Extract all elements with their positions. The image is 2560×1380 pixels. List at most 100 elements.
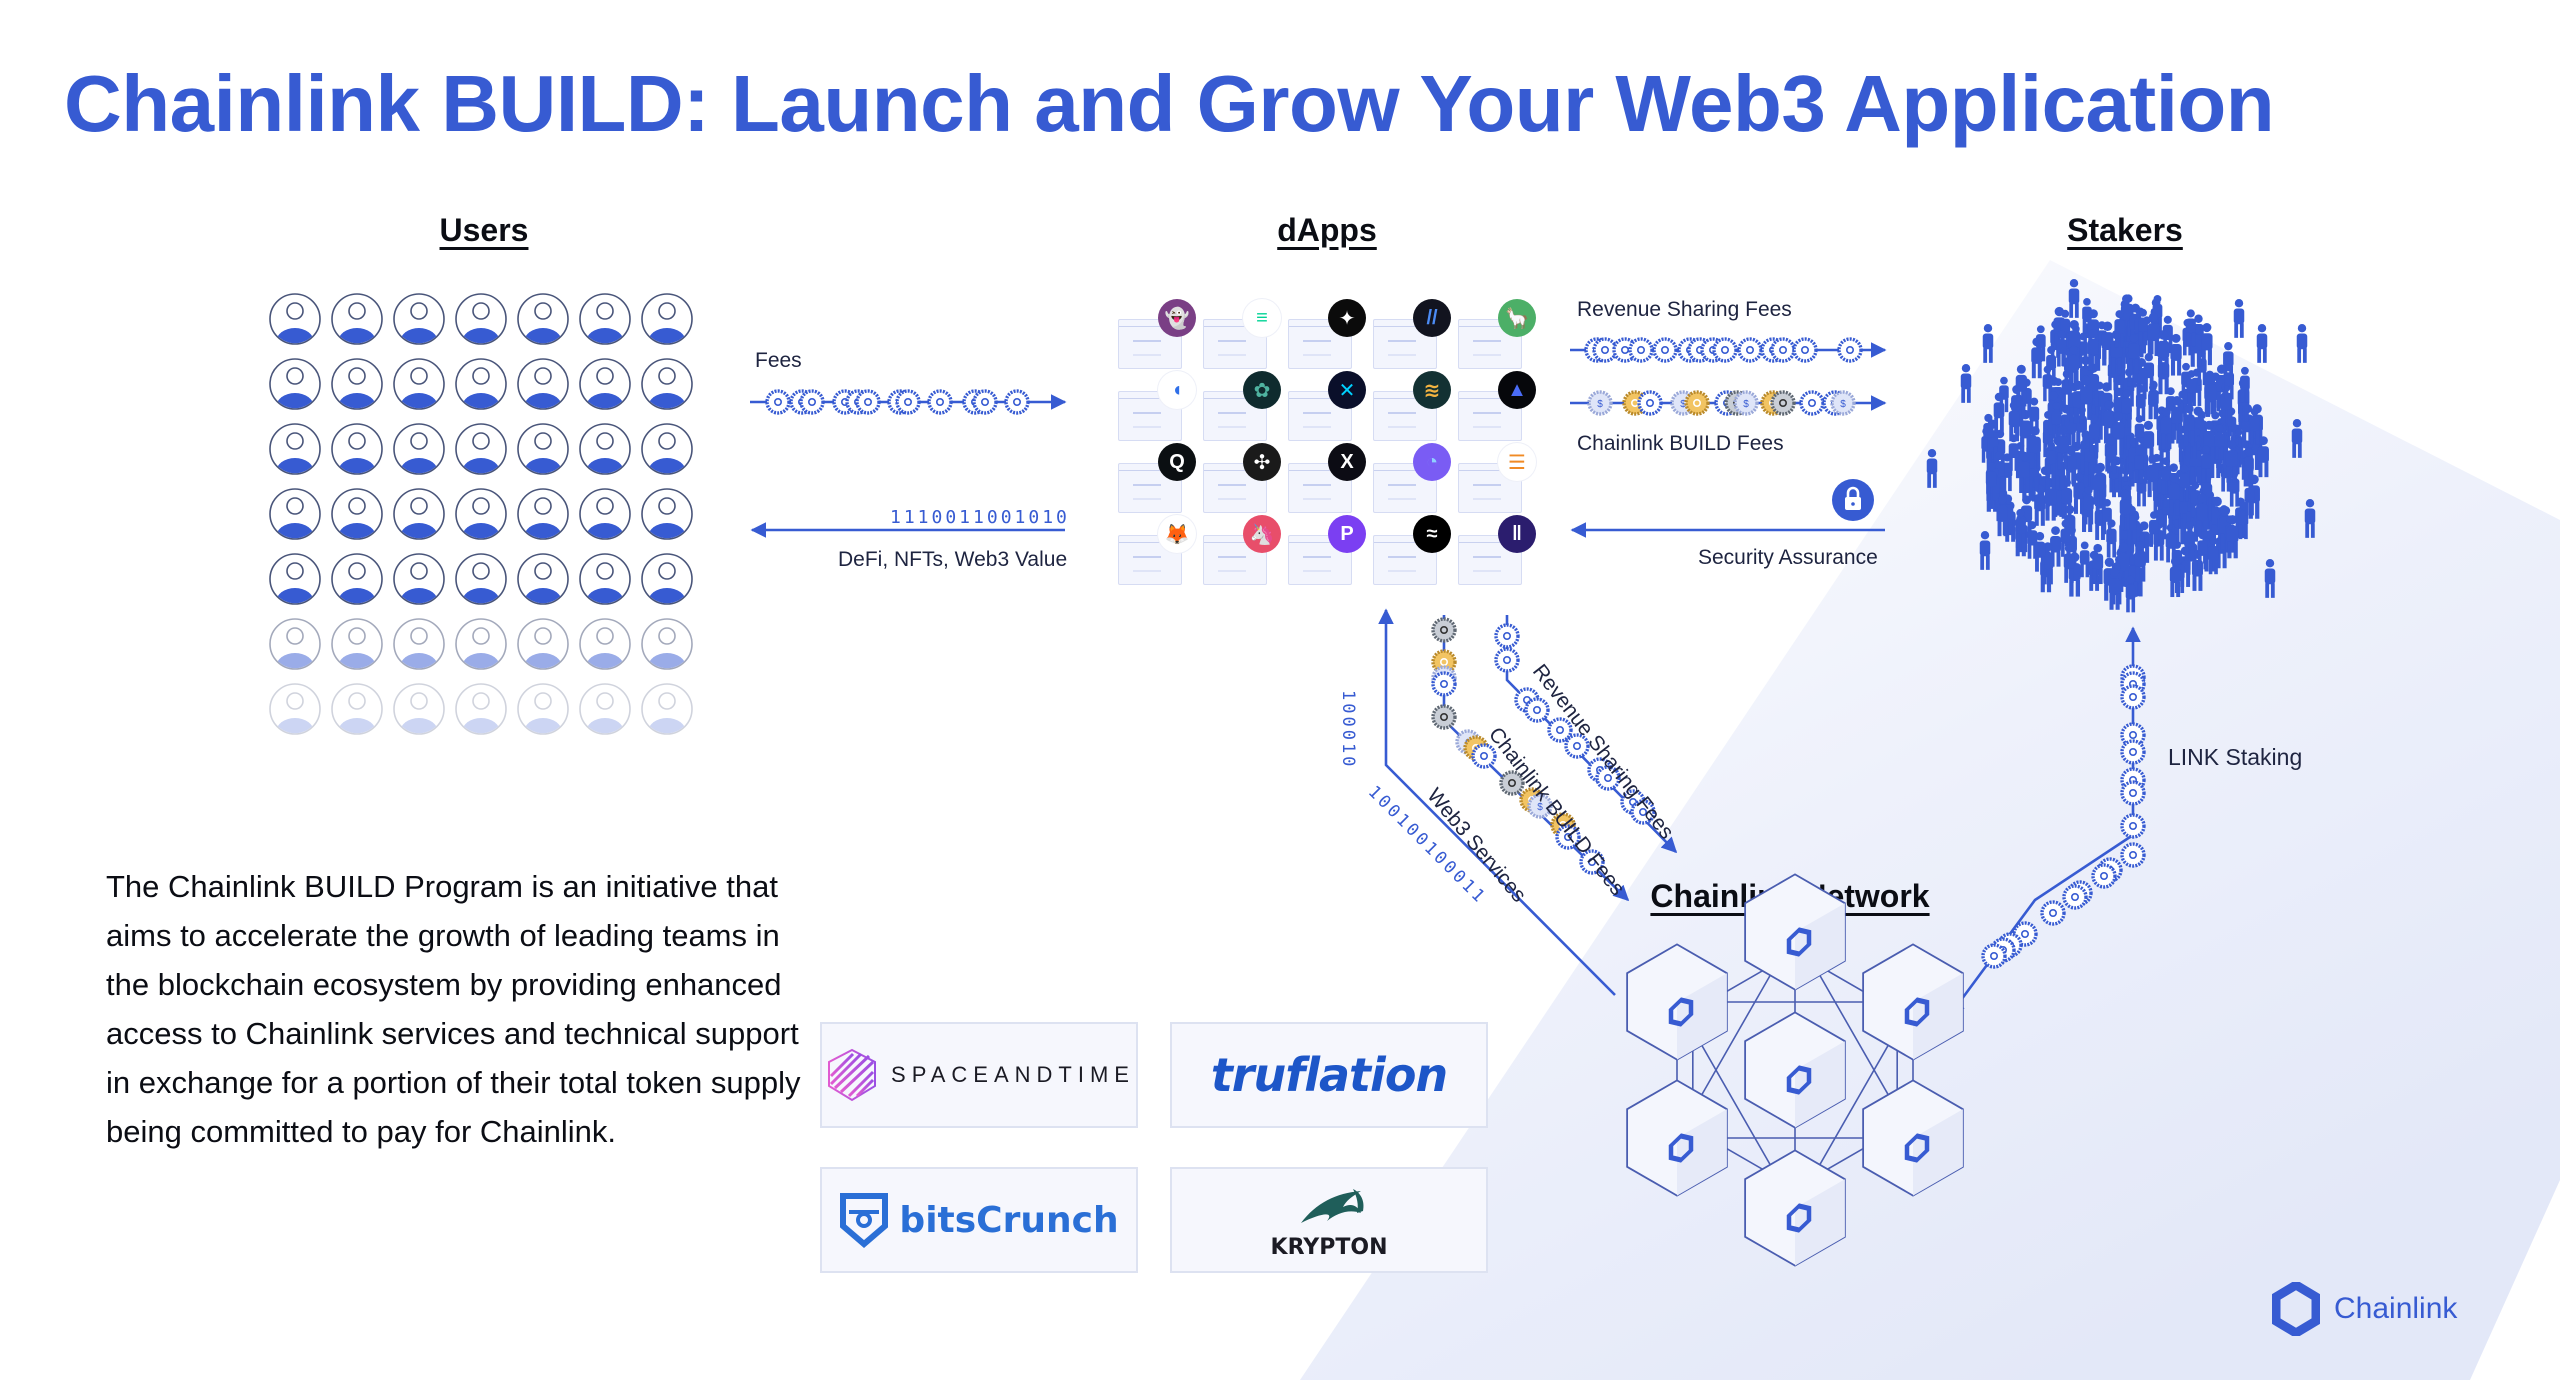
link-coin-icon <box>1637 390 1663 416</box>
chainlink-node-icon <box>1862 1079 1964 1197</box>
p-protocol-logo-icon: P <box>1328 515 1366 553</box>
brand-name: Chainlink <box>2334 1292 2458 1325</box>
link-coin-icon <box>1981 943 2007 969</box>
staker-person-icon <box>2214 424 2225 460</box>
staker-person-icon <box>2106 436 2117 474</box>
chainlink-network-diagram <box>1626 873 1964 1267</box>
dapp-compound: ≡ <box>1203 299 1288 369</box>
user-avatar-icon <box>517 488 569 540</box>
dollar-coin-icon: $ <box>1527 793 1553 819</box>
staker-person-icon <box>2018 451 2030 494</box>
user-avatar-icon <box>331 618 383 670</box>
link-coin-icon <box>1770 337 1796 363</box>
user-avatar-icon <box>641 488 693 540</box>
staker-person-icon <box>2291 419 2303 458</box>
link-coin-icon <box>2091 863 2117 889</box>
user-avatar-icon <box>269 358 321 410</box>
staker-person-icon <box>2157 330 2170 375</box>
staker-person-icon <box>2249 407 2260 445</box>
staker-person-icon <box>2220 382 2233 427</box>
staker-person-icon <box>2083 486 2094 525</box>
staker-person-icon <box>1960 364 1972 403</box>
user-avatar-icon <box>269 553 321 605</box>
link-coin-icon <box>2120 780 2146 806</box>
staker-person-icon <box>2078 332 2088 369</box>
svg-text:$: $ <box>1597 399 1603 410</box>
dapp-frax: ✦ <box>1288 299 1373 369</box>
dapp-arrow-a: ▲ <box>1458 371 1543 441</box>
link-coin-icon <box>1494 623 1520 649</box>
user-avatar-icon <box>393 683 445 735</box>
staker-person-icon <box>2171 396 2183 440</box>
web3-services-arrow <box>1378 608 1616 996</box>
staker-person-icon <box>2134 446 2144 484</box>
staker-person-icon <box>2224 363 2235 400</box>
chainlink-node-icon <box>1626 1079 1728 1197</box>
staker-person-icon <box>2056 330 2067 367</box>
user-avatar-icon <box>269 683 321 735</box>
user-avatar-icon <box>393 358 445 410</box>
link-coin-icon <box>1595 765 1621 791</box>
chainlink-hexagon-icon <box>2272 1282 2320 1336</box>
defi-binary: 1110011001010 <box>890 507 1070 528</box>
dapp-unicorn: 🦄 <box>1203 515 1288 585</box>
link-coin-icon <box>927 389 953 415</box>
link-coin-icon <box>1837 337 1863 363</box>
user-avatar-icon <box>393 488 445 540</box>
link-coin-icon <box>1555 824 1581 850</box>
staker-person-icon <box>2225 439 2238 483</box>
dapp-tulip: ✿ <box>1203 371 1288 441</box>
staker-person-icon <box>2149 511 2159 547</box>
gold-coin-icon <box>1684 390 1710 416</box>
staker-person-icon <box>2031 337 2043 379</box>
chainlink-node-icon <box>1744 1011 1846 1129</box>
floki-logo-icon: 🦊 <box>1158 515 1196 553</box>
user-avatar-icon <box>331 488 383 540</box>
x-protocol-logo-icon: X <box>1328 443 1366 481</box>
user-avatar-icon <box>517 553 569 605</box>
link-staking-label: LINK Staking <box>2168 744 2303 770</box>
users-heading: Users <box>439 212 529 248</box>
staker-person-icon <box>2179 464 2190 502</box>
silver-coin-icon <box>1431 617 1457 643</box>
svg-text:$: $ <box>1743 399 1749 410</box>
link-coin-icon <box>1564 733 1590 759</box>
staker-person-icon <box>2161 457 2172 495</box>
dapps-grid: 👻≡✦//🦙◖✿✕≋▲Q✣X◔☰🦊🦄P≈‖ <box>1118 299 1543 585</box>
staker-person-icon <box>2092 543 2104 585</box>
chainlink-brand: Chainlink <box>2272 1282 2457 1336</box>
link-coin-icon <box>1579 849 1605 875</box>
defi-label: DeFi, NFTs, Web3 Value <box>838 548 1068 571</box>
synthetix-logo-icon: ✕ <box>1328 371 1366 409</box>
staker-person-icon <box>2186 370 2197 406</box>
staker-person-icon <box>2296 324 2308 363</box>
user-avatar-icon <box>455 358 507 410</box>
user-avatar-icon <box>331 683 383 735</box>
staker-person-icon <box>2226 515 2239 559</box>
staker-person-icon <box>2106 519 2117 558</box>
link-coin-icon <box>1799 390 1825 416</box>
user-avatar-icon <box>393 618 445 670</box>
user-avatar-icon <box>641 293 693 345</box>
link-coin-icon <box>2120 739 2146 765</box>
staker-person-icon <box>2240 366 2250 403</box>
chainlink-node-icon <box>1744 1149 1846 1267</box>
staker-person-icon <box>2063 544 2075 583</box>
staker-person-icon <box>2080 375 2093 420</box>
link-coin-icon <box>1592 337 1618 363</box>
q-protocol-logo-icon: Q <box>1158 443 1196 481</box>
user-avatar-icon <box>393 553 445 605</box>
user-avatar-icon <box>331 293 383 345</box>
space-and-time-logo-icon <box>828 1048 877 1102</box>
staker-person-icon <box>2257 436 2269 478</box>
staker-person-icon <box>2108 568 2121 610</box>
blue-chat-logo-icon: ◖ <box>1158 371 1196 409</box>
link-coin-icon <box>2120 842 2146 868</box>
gradient-disc-logo-icon: ◔ <box>1413 443 1451 481</box>
user-avatar-icon <box>579 293 631 345</box>
link-staking-to-network-arrow <box>1948 833 2134 1017</box>
staker-person-icon <box>1926 449 1938 488</box>
link-coin-icon <box>972 389 998 415</box>
user-avatar-icon <box>455 553 507 605</box>
user-avatar-icon <box>269 488 321 540</box>
